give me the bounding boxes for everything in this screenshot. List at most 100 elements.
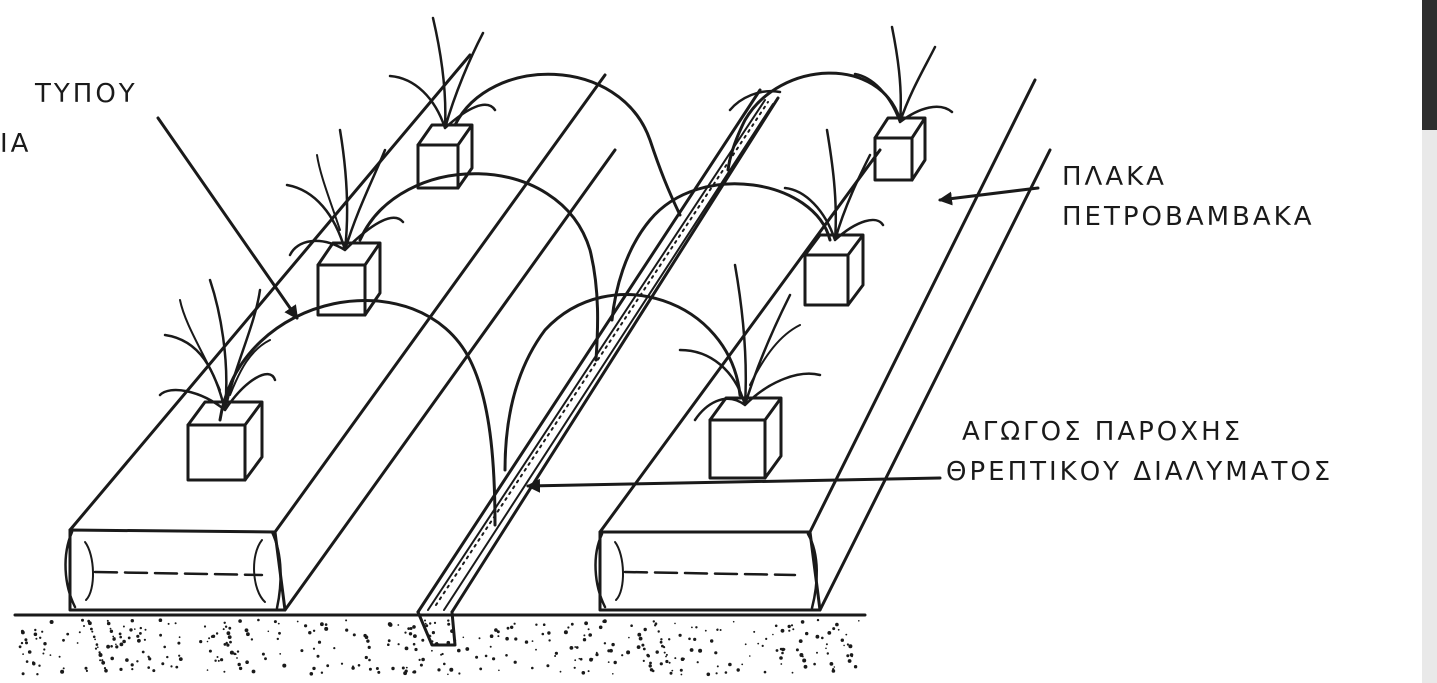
soil-dot xyxy=(106,621,111,626)
soil-dot xyxy=(246,632,250,637)
soil-dot xyxy=(58,655,61,658)
soil-dot xyxy=(749,655,751,657)
soil-dot xyxy=(843,644,845,647)
soil-dot xyxy=(496,630,500,634)
soil-dot xyxy=(779,656,783,660)
soil-dot xyxy=(60,669,65,674)
soil-dot xyxy=(90,627,93,631)
soil-dot xyxy=(407,627,411,630)
soil-dot xyxy=(641,643,645,647)
soil-dot xyxy=(208,637,211,640)
soil-dot xyxy=(375,667,379,670)
soil-dot xyxy=(127,636,131,640)
soil-dot xyxy=(763,670,767,674)
soil-dot xyxy=(715,672,718,675)
page-edge-bar xyxy=(1422,0,1437,683)
soil-dot xyxy=(513,660,517,664)
soil-dot xyxy=(223,670,226,673)
label-slab-line1: ΠΛΑΚΑ xyxy=(1062,162,1167,192)
soil-dot xyxy=(602,620,606,623)
soil-dot xyxy=(788,629,791,632)
soil-dot xyxy=(846,643,850,646)
soil-dot xyxy=(206,640,209,643)
soil-dot xyxy=(574,646,577,648)
soil-dot xyxy=(630,624,633,627)
soil-dot xyxy=(24,638,28,642)
soil-dot xyxy=(851,655,853,658)
soil-dot xyxy=(649,661,652,665)
soil-dot xyxy=(166,655,169,659)
soil-dot xyxy=(98,653,103,657)
soil-dot xyxy=(579,657,583,661)
soil-dot xyxy=(345,619,348,622)
plant xyxy=(853,25,954,124)
soil-dot xyxy=(340,662,344,665)
soil-dot xyxy=(229,640,232,644)
soil-dot xyxy=(505,654,508,657)
soil-dot xyxy=(36,673,39,676)
soil-dot xyxy=(103,667,107,670)
soil-dot xyxy=(85,669,88,673)
soil-dot xyxy=(848,644,853,649)
soil-dot xyxy=(449,667,454,672)
soil-dot xyxy=(94,638,96,641)
soil-dot xyxy=(418,658,421,662)
soil-dot xyxy=(637,632,642,637)
soil-dot xyxy=(276,637,279,641)
soil-dot xyxy=(642,659,645,663)
soil-dot xyxy=(611,642,615,647)
soil-dot xyxy=(441,652,444,656)
soil-dot xyxy=(774,624,778,628)
soil-dot xyxy=(447,619,450,622)
soil-dot xyxy=(671,669,674,672)
soil-dot xyxy=(203,625,207,628)
plant-cube xyxy=(186,400,264,482)
soil-dot xyxy=(535,648,537,651)
soil-dot xyxy=(668,638,671,641)
arrow-slab-label xyxy=(938,186,1040,206)
soil-dot xyxy=(421,657,425,662)
soil-dot xyxy=(781,647,785,652)
soil-dot xyxy=(413,634,417,638)
soil-dot xyxy=(704,629,707,632)
soil-dot xyxy=(206,669,209,671)
soil-dot xyxy=(581,671,586,675)
soil-dot xyxy=(569,646,574,650)
soil-dot xyxy=(660,638,663,641)
soil-dot xyxy=(505,636,509,641)
soil-dot xyxy=(642,647,646,651)
soil-dot xyxy=(223,643,227,646)
soil-dot xyxy=(43,648,46,651)
soil-dot xyxy=(425,624,429,628)
soil-dot xyxy=(158,618,163,622)
soil-dot xyxy=(282,663,287,668)
soil-dot xyxy=(787,624,791,629)
soil-dot xyxy=(178,636,181,639)
soil-dot xyxy=(216,656,219,658)
soil-dot xyxy=(665,653,668,656)
arrow-left-label xyxy=(156,116,299,320)
soil-dot xyxy=(236,657,238,659)
soil-dot xyxy=(119,667,123,672)
soil-dot xyxy=(397,624,400,626)
soil-dot xyxy=(404,669,408,673)
soil-dot xyxy=(228,626,232,630)
soil-dot xyxy=(261,652,265,656)
soil-dot xyxy=(583,634,586,637)
soil-dot xyxy=(21,672,25,676)
plant xyxy=(285,128,405,257)
soil-dot xyxy=(802,658,807,663)
soil-dot xyxy=(95,643,99,646)
soil-dot xyxy=(324,623,328,626)
soil-dot xyxy=(251,669,256,674)
plant xyxy=(158,278,277,412)
soil-dot xyxy=(141,650,145,654)
soil-dot xyxy=(728,662,732,667)
soil-dot xyxy=(76,642,79,644)
soil-dot xyxy=(409,627,413,630)
plant xyxy=(388,16,497,130)
soil-dot xyxy=(621,654,624,657)
plants xyxy=(158,16,954,422)
soil-dot xyxy=(414,647,418,652)
soil-dot xyxy=(765,637,768,641)
